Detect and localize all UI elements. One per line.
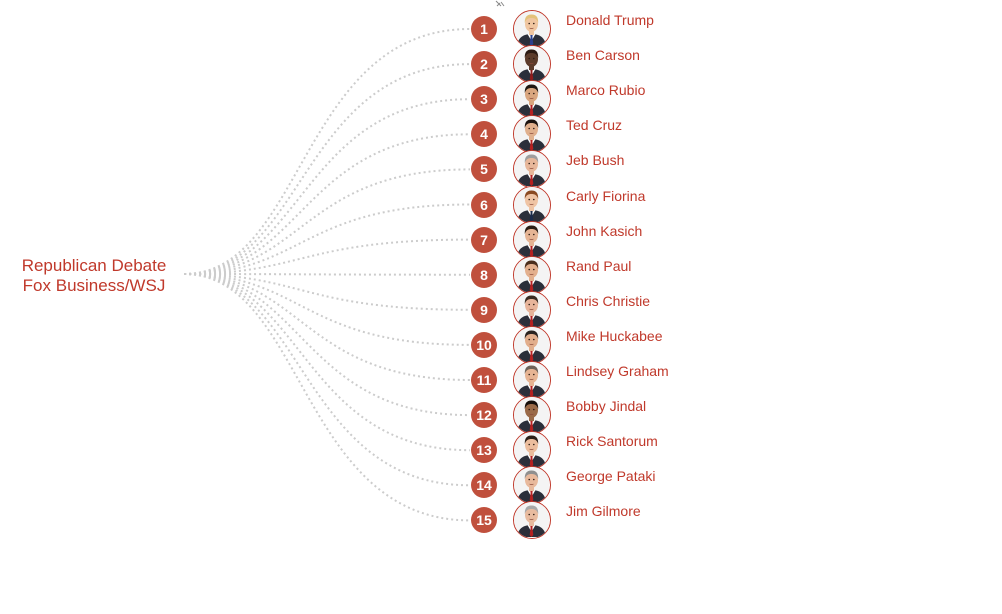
cursor-icon: [495, 0, 505, 7]
candidate-row[interactable]: 10 Mike Huckabee: [470, 325, 730, 364]
connector-line: [183, 28, 471, 275]
portrait-icon: [514, 397, 549, 433]
candidate-avatar[interactable]: [513, 10, 551, 48]
source-label: Republican Debate Fox Business/WSJ: [8, 256, 180, 296]
connector-line: [183, 273, 471, 276]
rank-badge: 9: [471, 296, 497, 323]
connector-line: [183, 273, 471, 452]
candidate-avatar[interactable]: [513, 150, 551, 189]
portrait-icon: [514, 11, 549, 46]
candidate-row[interactable]: 7 John Kasich: [470, 220, 730, 259]
candidate-name[interactable]: Bobby Jindal: [566, 398, 647, 415]
candidate-row[interactable]: 2 Ben Carson: [470, 45, 730, 84]
rank-badge: 8: [471, 261, 497, 288]
portrait-icon: [514, 291, 549, 327]
candidate-name[interactable]: Ben Carson: [566, 47, 640, 64]
candidate-row[interactable]: 1 Donald Trump: [470, 10, 730, 48]
connector-line: [183, 273, 471, 381]
rank-badge: 15: [471, 507, 497, 534]
connector-line: [183, 63, 471, 275]
rank-badge: 12: [471, 402, 497, 429]
portrait-icon: [514, 186, 549, 222]
candidate-row[interactable]: 9 Chris Christie: [470, 290, 730, 329]
rank-badge: 11: [471, 367, 497, 393]
candidate-name[interactable]: Marco Rubio: [566, 82, 646, 99]
candidate-avatar[interactable]: [513, 325, 551, 364]
connector-line: [183, 168, 471, 275]
rank-badge: 7: [471, 226, 497, 253]
source-label-line2: Fox Business/WSJ: [22, 276, 166, 295]
portrait-icon: [514, 256, 549, 292]
portrait-icon: [514, 432, 549, 468]
candidate-name[interactable]: John Kasich: [566, 222, 643, 239]
rank-badge: 14: [471, 472, 497, 499]
portrait-icon: [514, 467, 549, 503]
portrait-icon: [514, 151, 549, 187]
connector-line: [183, 98, 471, 275]
candidate-row[interactable]: 5 Jeb Bush: [470, 150, 730, 189]
rank-badge: 6: [471, 191, 497, 218]
rank-badge: 3: [471, 86, 497, 113]
portrait-icon: [514, 46, 549, 82]
candidate-avatar[interactable]: [513, 185, 551, 224]
candidate-row[interactable]: 4 Ted Cruz: [470, 115, 730, 154]
rank-badge: 4: [471, 121, 497, 148]
candidate-avatar[interactable]: [513, 466, 551, 505]
candidate-avatar[interactable]: [513, 220, 551, 259]
portrait-icon: [514, 362, 549, 397]
rank-badge: 13: [471, 437, 497, 464]
candidate-avatar[interactable]: [513, 255, 551, 294]
rank-badge: 1: [471, 16, 497, 42]
connector-line: [183, 273, 471, 346]
candidate-name[interactable]: Rick Santorum: [566, 433, 658, 450]
candidate-avatar[interactable]: [513, 290, 551, 329]
connector-line: [183, 273, 471, 311]
candidate-row[interactable]: 11 Lindsey Graham: [470, 361, 730, 399]
candidate-avatar[interactable]: [513, 396, 551, 435]
candidate-row[interactable]: 8 Rand Paul: [470, 255, 730, 294]
rank-badge: 5: [471, 156, 497, 183]
candidate-row[interactable]: 14 George Pataki: [470, 466, 730, 505]
portrait-icon: [514, 502, 549, 538]
connector-line: [183, 203, 471, 275]
portrait-icon: [514, 326, 549, 362]
candidate-row[interactable]: 13 Rick Santorum: [470, 431, 730, 470]
candidate-avatar[interactable]: [513, 431, 551, 470]
rank-badge: 2: [471, 51, 497, 78]
candidate-name[interactable]: Chris Christie: [566, 292, 651, 309]
rank-badge: 10: [471, 331, 497, 358]
candidate-name[interactable]: Donald Trump: [566, 12, 654, 28]
candidate-name[interactable]: Jim Gilmore: [566, 503, 641, 520]
candidate-avatar[interactable]: [513, 45, 551, 84]
candidate-avatar[interactable]: [513, 501, 551, 540]
candidate-name[interactable]: Ted Cruz: [566, 117, 623, 134]
candidate-row[interactable]: 15 Jim Gilmore: [470, 501, 730, 540]
candidate-avatar[interactable]: [513, 115, 551, 154]
candidate-row[interactable]: 12 Bobby Jindal: [470, 396, 730, 435]
connector-line: [183, 273, 471, 487]
candidate-name[interactable]: Carly Fiorina: [566, 187, 646, 204]
candidate-name[interactable]: Mike Huckabee: [566, 327, 663, 344]
portrait-icon: [514, 221, 549, 257]
candidate-row[interactable]: 3 Marco Rubio: [470, 80, 730, 119]
connector-line: [183, 238, 471, 275]
candidate-avatar[interactable]: [513, 361, 551, 399]
source-label-line1: Republican Debate: [21, 256, 167, 275]
portrait-icon: [514, 116, 549, 152]
candidate-name[interactable]: Lindsey Graham: [566, 363, 669, 379]
candidate-row[interactable]: 6 Carly Fiorina: [470, 185, 730, 224]
candidate-name[interactable]: Rand Paul: [566, 257, 632, 274]
portrait-icon: [514, 81, 549, 117]
candidate-name[interactable]: George Pataki: [566, 468, 656, 485]
candidate-name[interactable]: Jeb Bush: [566, 152, 625, 169]
connector-line: [183, 273, 471, 417]
connector-line: [183, 273, 471, 522]
candidate-avatar[interactable]: [513, 80, 551, 119]
